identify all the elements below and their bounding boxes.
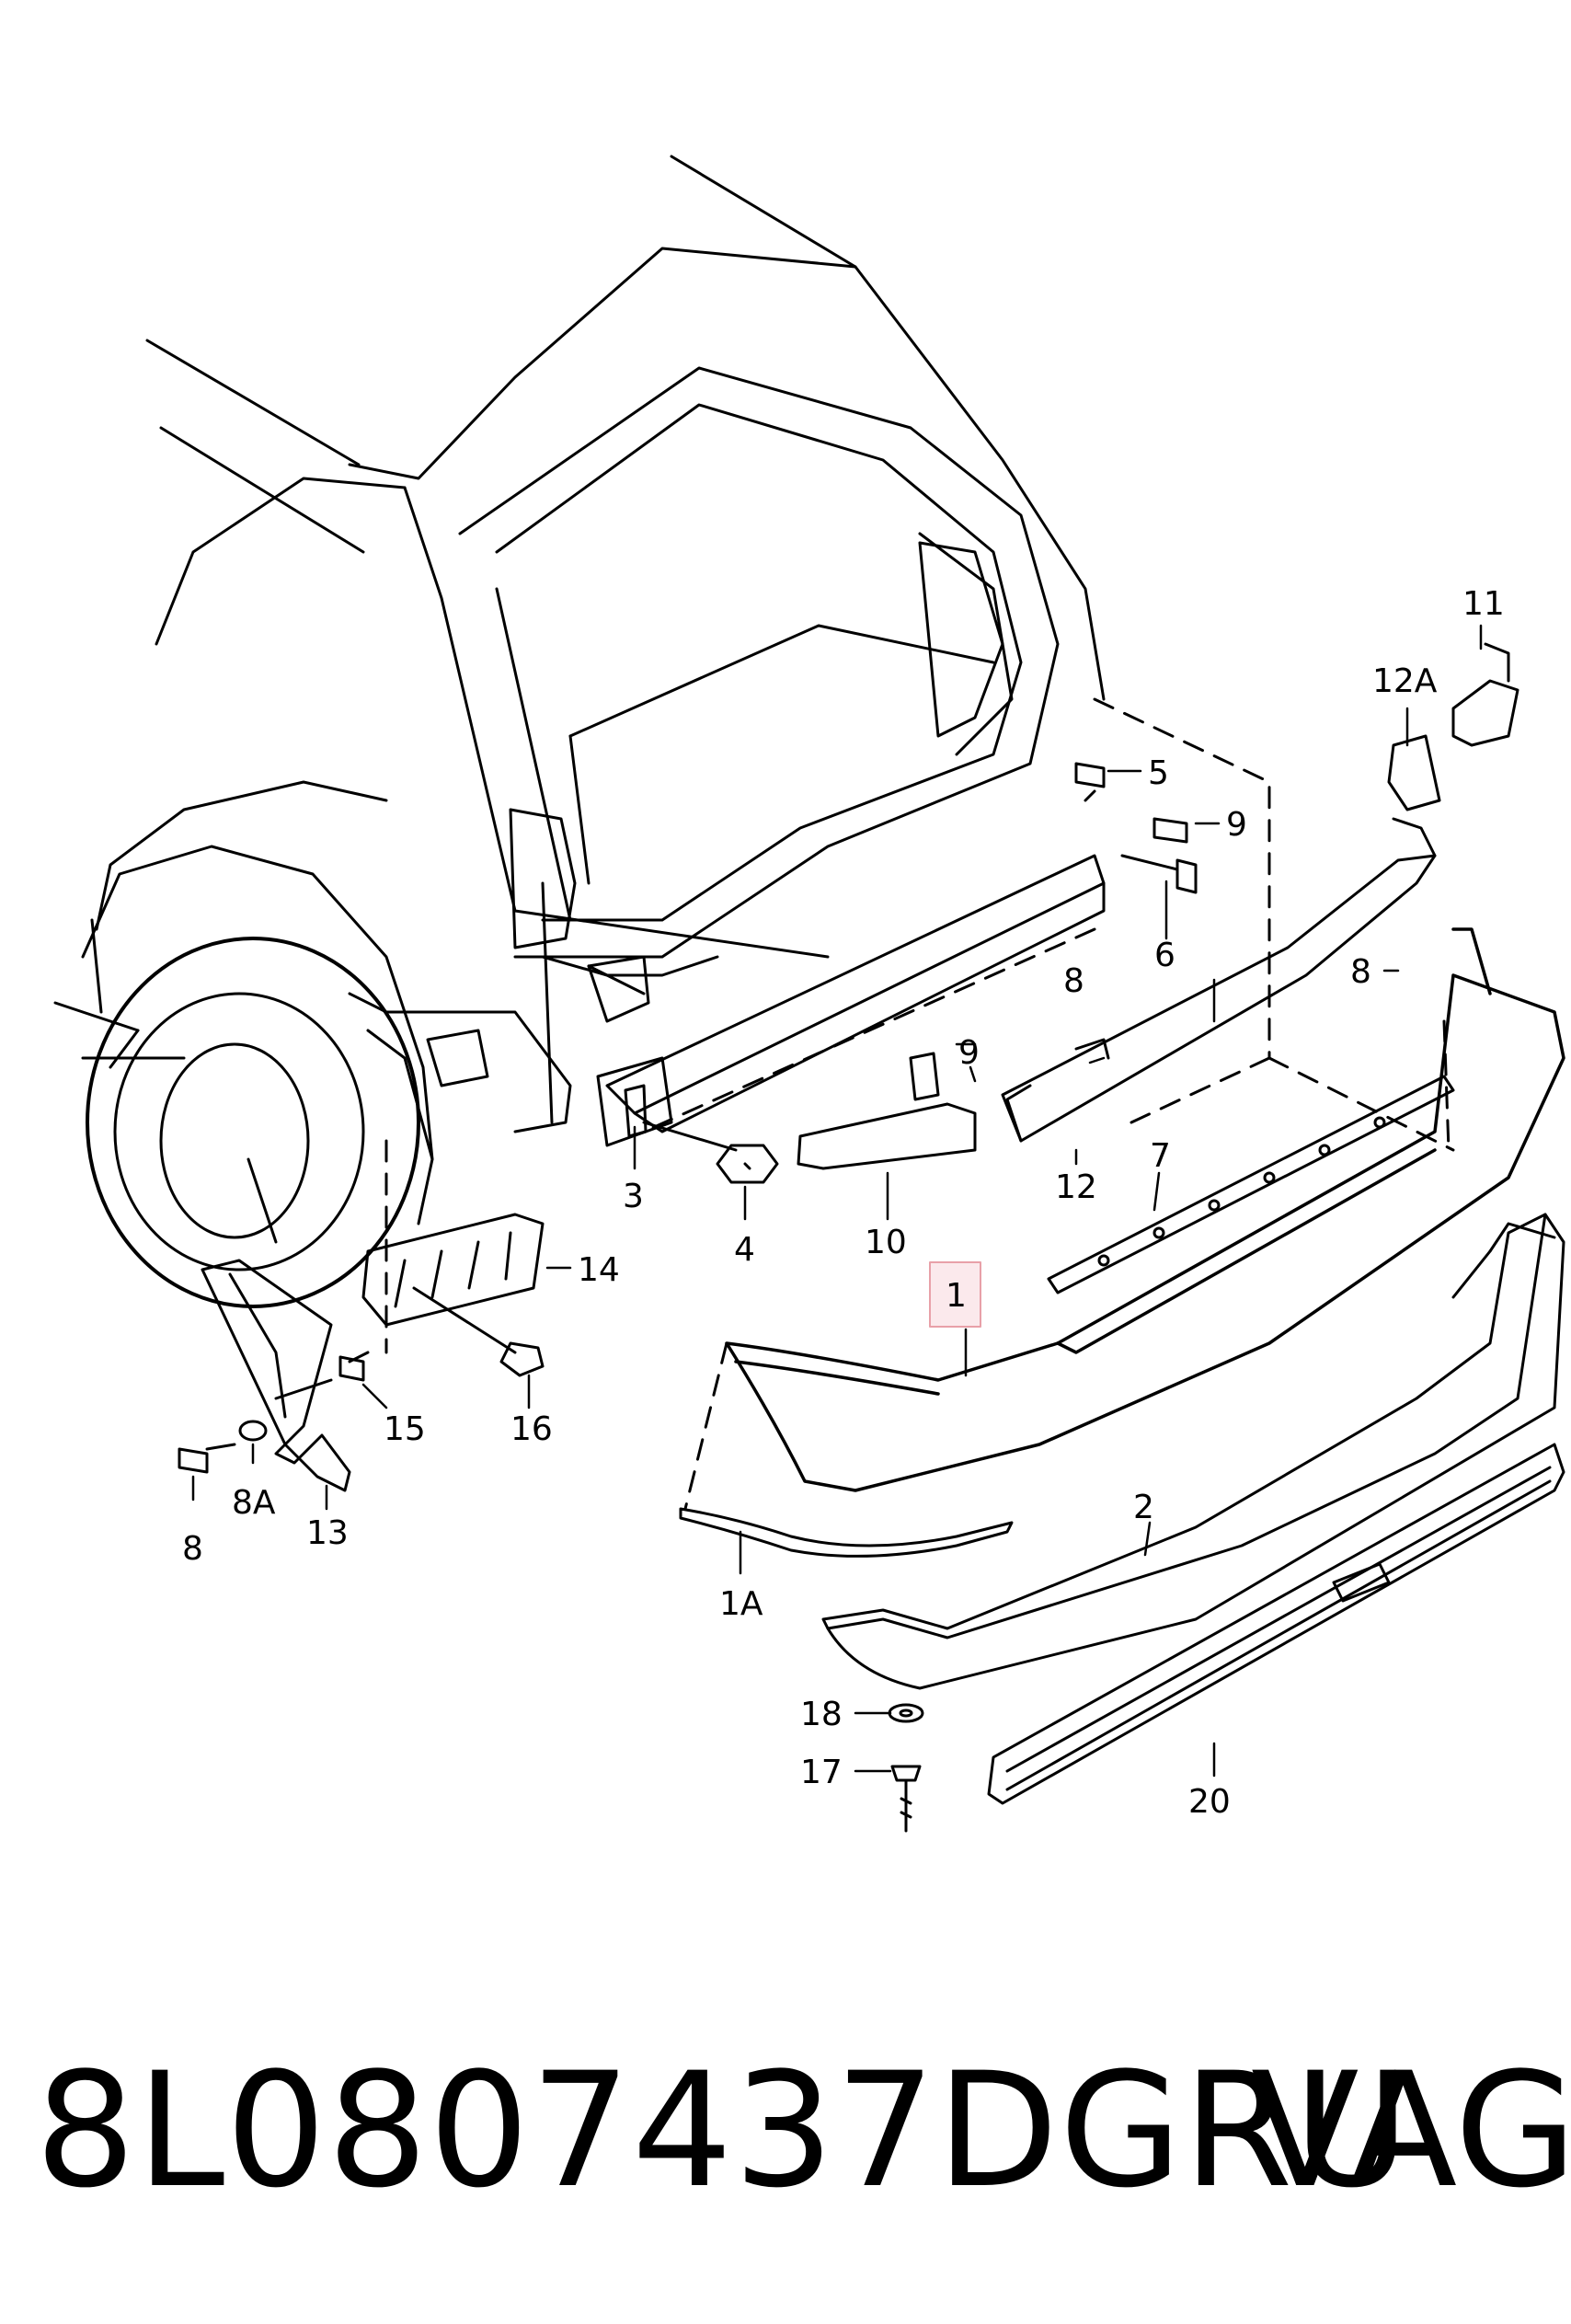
brand-name: VAG: [1251, 2038, 1571, 2223]
callout-14: 14: [578, 1251, 620, 1289]
callout-2: 2: [1133, 1489, 1154, 1526]
trim-1a: [679, 1507, 1014, 1558]
callout-8-right: 8: [1350, 953, 1371, 991]
callout-11: 11: [1462, 585, 1505, 623]
callout-20: 20: [1188, 1783, 1231, 1821]
bracket-10: [797, 1052, 977, 1170]
callout-18: 18: [800, 1696, 843, 1733]
callout-7: 7: [1150, 1137, 1171, 1175]
callout-6: 6: [1154, 937, 1175, 974]
parts-exploded-diagram: 1 1A 2 3 4 5 6 7 8 8 8 8A 9 9 10 11 12 1…: [53, 155, 1565, 1833]
callout-15: 15: [384, 1410, 426, 1448]
trim-strip-20: [987, 1443, 1565, 1805]
callout-10: 10: [865, 1224, 907, 1261]
bumper-cover: [725, 927, 1565, 1492]
callout-5: 5: [1148, 754, 1169, 792]
callout-4: 4: [734, 1231, 755, 1269]
impact-beam: [596, 854, 1106, 1147]
leader-lines: [191, 624, 1483, 1778]
lower-diffuser: [821, 1213, 1565, 1690]
top-fasteners: [1074, 762, 1198, 894]
callout-16: 16: [510, 1410, 553, 1448]
callout-9-top: 9: [1226, 806, 1247, 844]
callout-17: 17: [800, 1754, 843, 1791]
callout-12a: 12A: [1372, 662, 1438, 700]
bracket-12: [1001, 817, 1437, 1143]
mounting-strip-7: [1047, 1075, 1455, 1294]
callout-3: 3: [623, 1178, 644, 1215]
car-body: [53, 155, 1106, 1308]
callout-labels: 1 1A 2 3 4 5 6 7 8 8 8 8A 9 9 10 11 12 1…: [182, 585, 1505, 1821]
callout-1: 1: [946, 1277, 967, 1315]
callout-8a: 8A: [232, 1484, 276, 1522]
callout-8-left: 8: [182, 1530, 203, 1568]
callout-1a: 1A: [719, 1585, 763, 1623]
nut-4: [642, 1121, 779, 1184]
side-brackets: [178, 1213, 545, 1492]
rivet-washer: [888, 1703, 924, 1833]
callout-13: 13: [306, 1514, 349, 1552]
part-number: 8L0807437DGRU: [35, 2038, 1411, 2223]
callout-9-mid: 9: [958, 1034, 980, 1072]
highlight-box-part-1: [929, 1261, 981, 1328]
callout-8-top: 8: [1063, 962, 1084, 1000]
callout-12: 12: [1055, 1168, 1097, 1206]
side-guides: [1387, 642, 1519, 811]
assembly-dashed-guides: [384, 697, 1455, 1511]
